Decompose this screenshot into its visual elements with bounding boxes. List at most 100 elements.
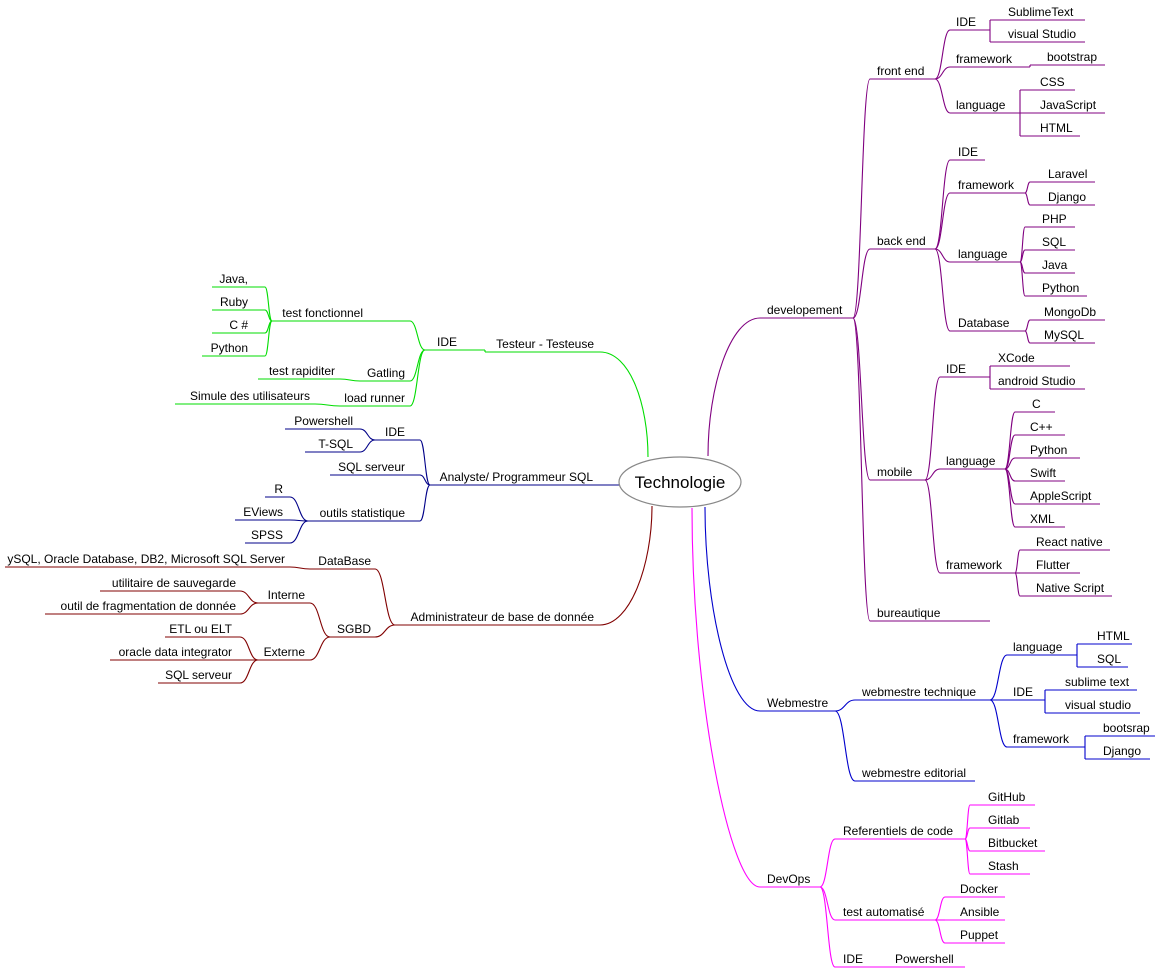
- node-wt-ide[interactable]: IDE: [1013, 685, 1033, 699]
- node-fe-lang-css[interactable]: CSS: [1040, 75, 1065, 89]
- node-ref-bb[interactable]: Bitbucket: [988, 836, 1038, 850]
- node-ana-os[interactable]: outils statistique: [320, 506, 406, 520]
- node-be-fw-lar[interactable]: Laravel: [1048, 167, 1087, 181]
- node-web[interactable]: Webmestre: [767, 696, 828, 710]
- node-ext-etl[interactable]: ETL ou ELT: [169, 622, 232, 636]
- node-fe-ide-vs[interactable]: visual Studio: [1008, 27, 1076, 41]
- node-fe-ide-st[interactable]: SublimeText: [1008, 5, 1074, 19]
- node-tf-py[interactable]: Python: [211, 341, 248, 355]
- node-ext-sql[interactable]: SQL serveur: [165, 668, 232, 682]
- node-mob-rn[interactable]: React native: [1036, 535, 1103, 549]
- node-fe[interactable]: front end: [877, 64, 924, 78]
- node-ana-sqls[interactable]: SQL serveur: [338, 460, 405, 474]
- node-mob-ide[interactable]: IDE: [946, 362, 966, 376]
- node-ana-tsql[interactable]: T-SQL: [318, 437, 353, 451]
- node-ref[interactable]: Referentiels de code: [843, 824, 953, 838]
- node-int-sauv[interactable]: utilitaire de sauvegarde: [112, 576, 236, 590]
- node-mob-ide-as[interactable]: android Studio: [998, 374, 1076, 388]
- node-mob-as[interactable]: AppleScript: [1030, 489, 1092, 503]
- branch-link: [374, 568, 396, 626]
- node-mob-ide-xc[interactable]: XCode: [998, 351, 1035, 365]
- node-ta-pp[interactable]: Puppet: [960, 928, 999, 942]
- node-be-lang-php[interactable]: PHP: [1042, 212, 1067, 226]
- node-wt-st[interactable]: sublime text: [1065, 675, 1130, 689]
- branch-link: [934, 248, 951, 332]
- node-tf-java[interactable]: Java,: [219, 272, 248, 286]
- node-wt-sql[interactable]: SQL: [1097, 652, 1121, 666]
- node-lr[interactable]: load runner: [344, 391, 405, 405]
- node-ext-odi[interactable]: oracle data integrator: [119, 645, 232, 659]
- node-wt-lang[interactable]: language: [1013, 640, 1063, 654]
- node-ana-ev[interactable]: EViews: [243, 505, 283, 519]
- node-wt-bs[interactable]: bootsrap: [1103, 721, 1150, 735]
- node-fe-fw[interactable]: framework: [956, 52, 1013, 66]
- node-wt-dj[interactable]: Django: [1103, 744, 1141, 758]
- node-ta-dk[interactable]: Docker: [960, 882, 998, 896]
- node-wt-vs[interactable]: visual studio: [1065, 698, 1131, 712]
- node-ana-r[interactable]: R: [274, 482, 283, 496]
- node-adm-db[interactable]: DataBase: [318, 554, 371, 568]
- node-devops[interactable]: DevOps: [767, 872, 810, 886]
- node-tst-ide[interactable]: IDE: [437, 335, 457, 349]
- node-ref-gl[interactable]: Gitlab: [988, 813, 1020, 827]
- node-be-db[interactable]: Database: [958, 316, 1010, 330]
- node-bur[interactable]: bureautique: [877, 606, 941, 620]
- node-mob-ns[interactable]: Native Script: [1036, 581, 1105, 595]
- node-gat[interactable]: Gatling: [367, 366, 405, 380]
- node-dev[interactable]: developement: [767, 303, 843, 317]
- root-node[interactable]: Technologie: [618, 456, 742, 508]
- node-mob-lang[interactable]: language: [946, 454, 996, 468]
- node-ref-st[interactable]: Stash: [988, 859, 1019, 873]
- node-mob-c[interactable]: C: [1032, 397, 1041, 411]
- node-be-db-mongo[interactable]: MongoDb: [1044, 305, 1096, 319]
- node-ref-gh[interactable]: GitHub: [988, 790, 1026, 804]
- node-fe-lang-js[interactable]: JavaScript: [1040, 98, 1097, 112]
- node-wt-fw[interactable]: framework: [1013, 732, 1070, 746]
- node-dop-ps[interactable]: Powershell: [895, 952, 954, 966]
- node-fe-lang-html[interactable]: HTML: [1040, 121, 1073, 135]
- node-mob-fw[interactable]: framework: [946, 558, 1003, 572]
- node-tf-cs[interactable]: C #: [229, 318, 248, 332]
- node-ta-an[interactable]: Ansible: [960, 905, 1000, 919]
- node-dop-ide[interactable]: IDE: [843, 952, 863, 966]
- node-tf[interactable]: test fonctionnel: [282, 306, 363, 320]
- node-be-fw-dj[interactable]: Django: [1048, 190, 1086, 204]
- node-be-db-mysql[interactable]: MySQL: [1044, 328, 1084, 342]
- node-int[interactable]: Interne: [268, 588, 306, 602]
- node-be-lang-java[interactable]: Java: [1042, 258, 1068, 272]
- branch-link: [934, 248, 951, 263]
- node-fe-ide[interactable]: IDE: [956, 15, 976, 29]
- node-ana[interactable]: Analyste/ Programmeur SQL: [440, 470, 594, 484]
- node-wt[interactable]: webmestre technique: [861, 685, 976, 699]
- node-be-lang[interactable]: language: [958, 247, 1008, 261]
- node-ana-ps[interactable]: Powershell: [294, 414, 353, 428]
- node-mob-xml[interactable]: XML: [1030, 512, 1055, 526]
- node-tst[interactable]: Testeur - Testeuse: [496, 337, 594, 351]
- node-ext[interactable]: Externe: [264, 645, 306, 659]
- node-int-frag[interactable]: outil de fragmentation de donnée: [61, 599, 237, 613]
- node-tf-ruby[interactable]: Ruby: [220, 295, 248, 309]
- node-mob-py[interactable]: Python: [1030, 443, 1067, 457]
- node-mob-fl[interactable]: Flutter: [1036, 558, 1070, 572]
- node-ta[interactable]: test automatisé: [843, 905, 925, 919]
- node-adm-db-list[interactable]: ySQL, Oracle Database, DB2, Microsoft SQ…: [7, 552, 285, 566]
- node-lr-sim[interactable]: Simule des utilisateurs: [190, 389, 310, 403]
- node-sgbd[interactable]: SGBD: [337, 622, 371, 636]
- node-mob-swift[interactable]: Swift: [1030, 466, 1057, 480]
- node-adm[interactable]: Administrateur de base de donnée: [411, 610, 595, 624]
- node-fe-lang[interactable]: language: [956, 98, 1006, 112]
- node-be-lang-sql[interactable]: SQL: [1042, 235, 1066, 249]
- node-gat-tr[interactable]: test rapiditer: [269, 364, 335, 378]
- node-be-ide[interactable]: IDE: [958, 145, 978, 159]
- node-we[interactable]: webmestre editorial: [861, 766, 966, 780]
- node-ana-spss[interactable]: SPSS: [251, 528, 283, 542]
- node-wt-html[interactable]: HTML: [1097, 629, 1130, 643]
- node-be-lang-py[interactable]: Python: [1042, 281, 1079, 295]
- node-be[interactable]: back end: [877, 234, 926, 248]
- node-be-fw[interactable]: framework: [958, 178, 1015, 192]
- node-ana-ide[interactable]: IDE: [385, 425, 405, 439]
- node-mob[interactable]: mobile: [877, 465, 913, 479]
- node-mob-cpp[interactable]: C++: [1030, 420, 1053, 434]
- node-fe-fw-bs[interactable]: bootstrap: [1047, 50, 1097, 64]
- branch-link: [1004, 434, 1016, 470]
